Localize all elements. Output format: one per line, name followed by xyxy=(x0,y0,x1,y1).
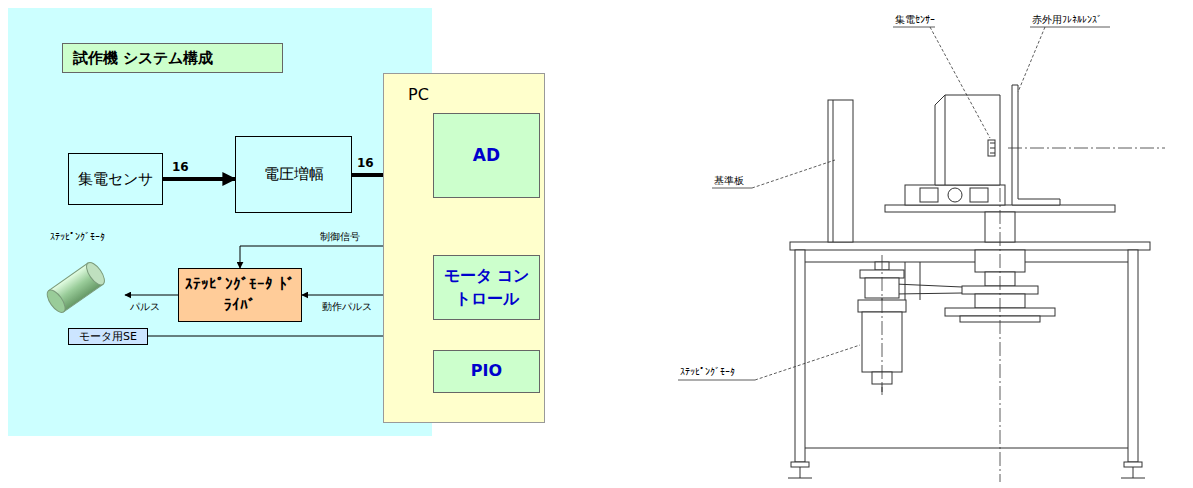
edge-label: 16 xyxy=(172,160,189,174)
motor-driver-box: ｽﾃｯﾋﾟﾝｸﾞﾓｰﾀ ﾄﾞﾗｲﾊﾞ xyxy=(178,268,302,322)
pc-box: PC AD モータ コントロール PIO xyxy=(383,73,545,423)
diagram-title: 試作機 システム構成 xyxy=(62,43,283,73)
part-label: 基準板 xyxy=(714,174,744,188)
node-text: ｽﾃｯﾋﾟﾝｸﾞﾓｰﾀ ﾄﾞﾗｲﾊﾞ xyxy=(179,274,301,316)
node-text: モータ用SE xyxy=(73,329,143,344)
node-text: ｽﾃｯﾋﾟﾝｸﾞﾓｰﾀ xyxy=(50,230,105,244)
node-text: PIO xyxy=(465,360,508,382)
edge-label: 16 xyxy=(357,156,374,170)
node-text: 集電センサ xyxy=(72,169,159,190)
part-label: 集電ｾﾝｻｰ xyxy=(895,13,935,27)
node-text: AD xyxy=(467,144,506,168)
node-text: PC xyxy=(402,84,435,106)
motor-control-board: モータ コントロール xyxy=(433,255,540,320)
edge-label: 制御信号 xyxy=(320,230,360,244)
bus-arrow xyxy=(163,177,235,181)
edge-label: 動作パルス xyxy=(322,300,372,314)
sensor-box: 集電センサ xyxy=(68,153,163,205)
pio-board: PIO xyxy=(433,350,540,393)
node-text: 電圧増幅 xyxy=(258,164,330,185)
part-label: ｽﾃｯﾋﾟﾝｸﾞﾓｰﾀ xyxy=(680,366,735,377)
signal-line xyxy=(125,295,178,296)
ad-board: AD xyxy=(433,113,540,198)
edge-label: パルス xyxy=(130,300,160,314)
node-text: モータ コントロール xyxy=(434,265,539,310)
amplifier-box: 電圧増幅 xyxy=(235,136,352,213)
motor-cylinder xyxy=(30,250,120,320)
motor-se-box: モータ用SE xyxy=(68,328,148,345)
part-label: 赤外用ﾌﾚﾈﾙﾚﾝｽﾞ xyxy=(1032,13,1102,27)
stepping-motor: ｽﾃｯﾋﾟﾝｸﾞﾓｰﾀ xyxy=(30,230,125,322)
